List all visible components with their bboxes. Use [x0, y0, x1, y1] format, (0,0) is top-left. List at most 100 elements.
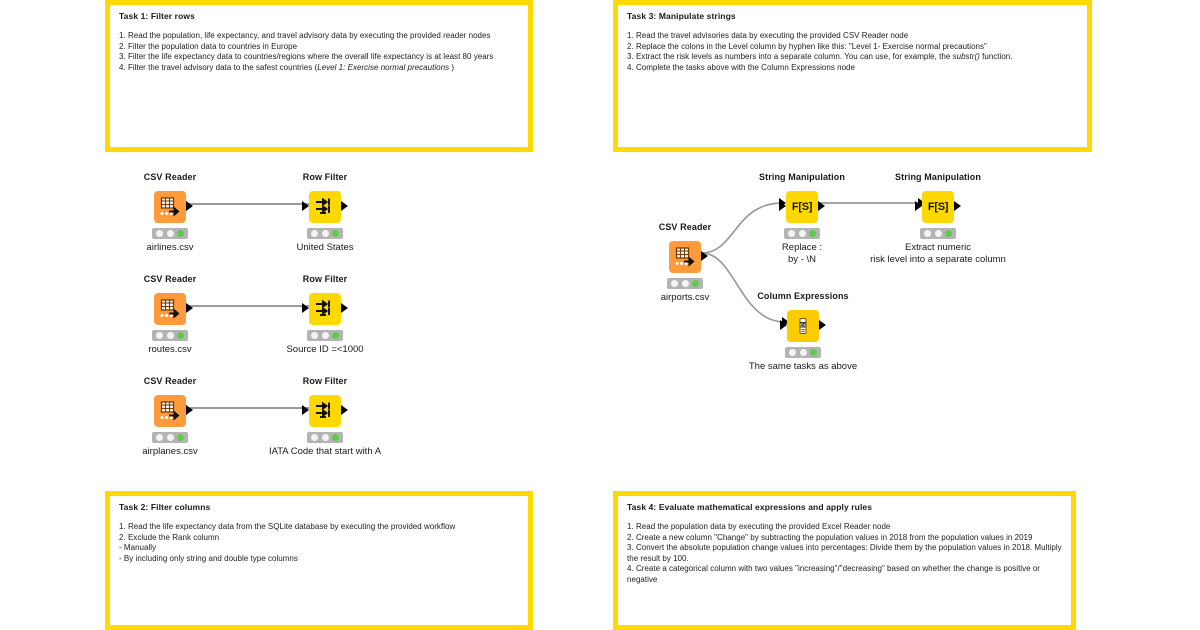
row-filter-icon[interactable] — [309, 395, 341, 427]
node-label: Extract numeric risk level into a separa… — [870, 242, 1006, 266]
node-output-port[interactable] — [341, 303, 348, 313]
status-led — [310, 434, 318, 441]
row-filter-icon[interactable] — [309, 293, 341, 325]
node-label: Replace : by - \N — [782, 242, 822, 266]
node-input-port[interactable] — [302, 303, 309, 313]
node-csv-reader-airports[interactable]: CSV Reader airports.csv — [644, 222, 726, 317]
status-led — [310, 332, 318, 339]
csv-reader-icon[interactable] — [154, 395, 186, 427]
annotation-title: Task 2: Filter columns — [119, 502, 211, 512]
node-output-port[interactable] — [186, 303, 193, 313]
status-led — [166, 332, 174, 339]
node-label: The same tasks as above — [748, 361, 858, 372]
status-led-active — [332, 332, 340, 339]
row-filter-icon[interactable] — [309, 191, 341, 223]
annotation-task-3[interactable]: Task 3: Manipulate strings 1. Read the t… — [613, 0, 1092, 152]
status-led — [321, 230, 329, 237]
annotation-line: 1. Read the life expectancy data from th… — [119, 522, 456, 531]
status-led — [155, 434, 163, 441]
node-string-manipulation-replace[interactable]: String Manipulation F[S] Replace : by - … — [759, 172, 845, 282]
status-led — [155, 332, 163, 339]
annotation-line: - By including only string and double ty… — [119, 553, 298, 563]
node-title: String Manipulation — [895, 172, 981, 182]
status-led — [787, 230, 795, 237]
connector-line — [189, 305, 329, 307]
node-status-bar — [920, 228, 956, 239]
csv-reader-icon[interactable] — [154, 293, 186, 325]
node-input-port[interactable] — [302, 405, 309, 415]
node-label: Source ID =<1000 — [286, 344, 364, 355]
csv-reader-icon[interactable] — [154, 191, 186, 223]
node-title: CSV Reader — [658, 222, 712, 232]
node-label: airlines.csv — [146, 242, 194, 253]
node-output-port[interactable] — [819, 320, 826, 330]
function-string-glyph: F[S] — [791, 201, 813, 213]
node-title: CSV Reader — [143, 376, 197, 386]
status-led — [321, 332, 329, 339]
status-led-active — [810, 349, 818, 356]
csv-reader-icon[interactable] — [669, 241, 701, 273]
node-input-port[interactable] — [915, 201, 922, 211]
node-output-port[interactable] — [818, 201, 825, 211]
node-csv-reader-airplanes[interactable]: CSV Reader airplanes.csv — [129, 376, 211, 471]
status-led — [321, 434, 329, 441]
node-column-expressions[interactable]: Column Expressions EX The same tasks as … — [749, 291, 857, 386]
node-output-port[interactable] — [186, 405, 193, 415]
annotation-line: 2. Replace the colons in the Level colum… — [627, 41, 987, 51]
status-led — [166, 434, 174, 441]
node-row-filter-united-states[interactable]: Row Filter United States — [284, 172, 366, 267]
node-row-filter-iata-code[interactable]: Row Filter IATA Code that start with A — [269, 376, 381, 471]
status-led-active — [945, 230, 953, 237]
annotation-line: 3. Filter the life expectancy data to co… — [119, 52, 494, 62]
node-output-port[interactable] — [341, 201, 348, 211]
node-title: Row Filter — [302, 376, 348, 386]
status-led-active — [692, 280, 700, 287]
string-manipulation-icon[interactable]: F[S] — [922, 191, 954, 223]
status-led-active — [177, 230, 185, 237]
arrows-into-bars-icon — [316, 299, 330, 316]
annotation-line: 4. Complete the tasks above with the Col… — [627, 62, 855, 72]
string-manipulation-icon[interactable]: F[S] — [786, 191, 818, 223]
annotation-task-4[interactable]: Task 4: Evaluate mathematical expression… — [613, 491, 1076, 630]
node-status-bar — [307, 432, 343, 443]
status-led — [788, 349, 796, 356]
connector-line — [189, 407, 329, 409]
node-csv-reader-routes[interactable]: CSV Reader routes.csv — [129, 274, 211, 369]
expression-column-icon: EX — [799, 318, 807, 334]
annotation-line: 1. Read the population data by executing… — [627, 522, 891, 531]
column-expressions-icon[interactable]: EX — [787, 310, 819, 342]
node-label: airports.csv — [660, 292, 710, 303]
annotation-title: Task 1: Filter rows — [119, 11, 195, 21]
node-input-port[interactable] — [779, 201, 786, 211]
node-output-port[interactable] — [701, 251, 708, 261]
node-label-line-1: Extract numeric — [905, 242, 971, 253]
annotation-line: 4. Filter the travel advisory data to th… — [119, 62, 455, 72]
node-output-port[interactable] — [341, 405, 348, 415]
status-led — [670, 280, 678, 287]
node-title: Row Filter — [302, 274, 348, 284]
node-csv-reader-airlines[interactable]: CSV Reader airlines.csv — [129, 172, 211, 267]
node-title: CSV Reader — [143, 172, 197, 182]
annotation-task-2[interactable]: Task 2: Filter columns 1. Read the life … — [105, 491, 533, 630]
node-input-port[interactable] — [302, 201, 309, 211]
status-led — [923, 230, 931, 237]
status-led — [798, 230, 806, 237]
node-output-port[interactable] — [954, 201, 961, 211]
annotation-task-1[interactable]: Task 1: Filter rows 1. Read the populati… — [105, 0, 533, 152]
node-string-manipulation-extract[interactable]: String Manipulation F[S] Extract numeric… — [870, 172, 1006, 282]
table-arrow-icon — [160, 197, 180, 217]
annotation-line: 2. Filter the population data to countri… — [119, 41, 298, 51]
node-row-filter-source-id[interactable]: Row Filter Source ID =<1000 — [284, 274, 366, 369]
node-label-line-1: Replace : — [781, 242, 823, 253]
node-title: Column Expressions — [757, 291, 849, 301]
status-led — [166, 230, 174, 237]
node-label-line-2: risk level into a separate column — [870, 254, 1006, 265]
node-title: String Manipulation — [759, 172, 845, 182]
annotation-line: 2. Create a new column "Change" by subtr… — [627, 532, 1033, 542]
node-output-port[interactable] — [186, 201, 193, 211]
node-status-bar — [307, 228, 343, 239]
status-led-active — [332, 230, 340, 237]
table-arrow-icon — [675, 247, 695, 267]
node-input-port[interactable] — [780, 320, 787, 330]
connector-line — [189, 203, 329, 205]
